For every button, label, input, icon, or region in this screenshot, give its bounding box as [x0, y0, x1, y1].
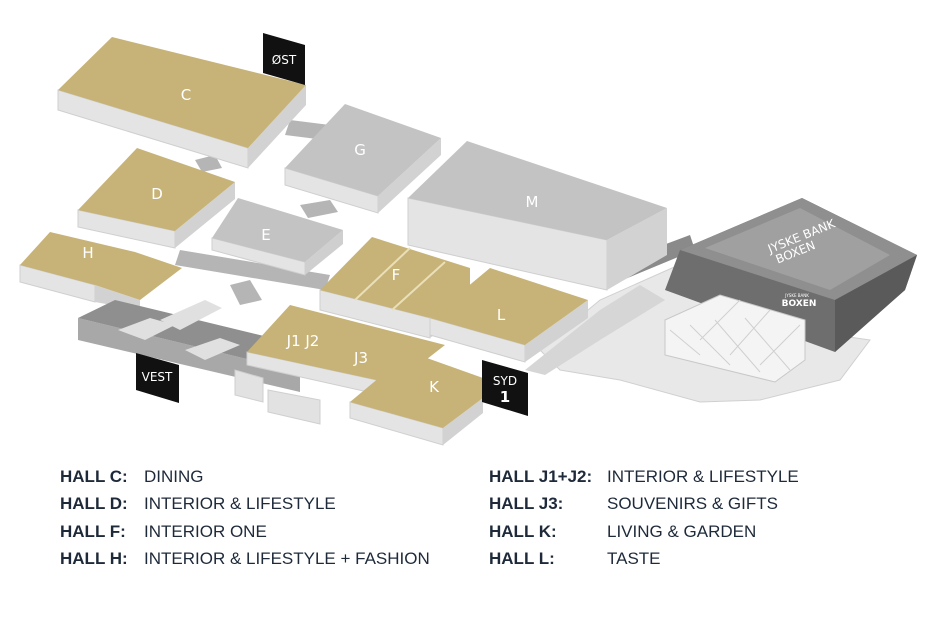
gate-ost[interactable]: ØST: [263, 33, 305, 85]
hall-k-label: K: [429, 378, 440, 396]
legend-hall: HALL F:: [60, 521, 126, 541]
venue-map: C ØST G M D E H: [19, 33, 917, 446]
hall-j1j2-label: J1 J2: [286, 332, 320, 350]
legend-row: HALL H: INTERIOR & LIFESTYLE + FASHION: [60, 545, 430, 572]
legend-row: HALL J3: SOUVENIRS & GIFTS: [489, 490, 799, 517]
arena-ramp: [525, 285, 665, 375]
legend-hall: HALL H:: [60, 548, 128, 568]
legend-row: HALL F: INTERIOR ONE: [60, 518, 430, 545]
arena-logo-big: BOXEN: [782, 299, 817, 309]
legend-hall: HALL L:: [489, 548, 555, 568]
legend-desc: DINING: [144, 467, 204, 486]
jyske-bank-boxen-arena[interactable]: JYSKE BANK BOXEN JYSKE BANK BOXEN: [664, 198, 917, 383]
legend-desc: INTERIOR & LIFESTYLE + FASHION: [144, 548, 430, 568]
hall-h-label: H: [82, 244, 93, 262]
legend-right: HALL J1+J2: INTERIOR & LIFESTYLE HALL J3:…: [489, 463, 799, 572]
legend-desc: INTERIOR & LIFESTYLE: [607, 467, 799, 486]
hall-j3-label: J3: [353, 349, 368, 367]
gate-syd-1[interactable]: SYD 1: [482, 360, 528, 416]
gate-vest-label: VEST: [142, 370, 173, 384]
legend-hall: HALL K:: [489, 521, 557, 541]
legend-row: HALL L: TASTE: [489, 545, 799, 572]
hall-f-label: F: [392, 266, 401, 284]
hall-e[interactable]: E: [211, 198, 343, 276]
legend-hall: HALL C:: [60, 467, 128, 486]
legend-hall: HALL J1+J2:: [489, 467, 593, 486]
hall-l[interactable]: L: [429, 268, 588, 363]
hall-d[interactable]: D: [77, 148, 235, 249]
hall-g-label: G: [354, 141, 366, 159]
legend-hall: HALL D:: [60, 494, 128, 514]
legend-row: HALL C: DINING: [60, 463, 430, 490]
hall-m-label: M: [526, 193, 539, 211]
legend-desc: LIVING & GARDEN: [607, 521, 757, 541]
legend-desc: TASTE: [607, 548, 661, 568]
legend-desc: SOUVENIRS & GIFTS: [607, 494, 778, 514]
hall-k[interactable]: K: [349, 352, 483, 446]
legend-desc: INTERIOR ONE: [144, 521, 267, 541]
gate-syd-label: SYD: [493, 374, 517, 388]
gate-vest[interactable]: VEST: [136, 353, 179, 403]
hall-l-label: L: [497, 306, 506, 324]
hall-d-label: D: [151, 185, 163, 203]
legend-desc: INTERIOR & LIFESTYLE: [144, 494, 336, 514]
legend-row: HALL K: LIVING & GARDEN: [489, 518, 799, 545]
hall-m[interactable]: M: [407, 141, 667, 291]
arena-logo-small: JYSKE BANK: [784, 293, 809, 298]
hall-c-label: C: [181, 86, 191, 104]
hall-h[interactable]: H: [19, 232, 182, 310]
hall-c[interactable]: C: [57, 37, 306, 169]
legend-row: HALL J1+J2: INTERIOR & LIFESTYLE: [489, 463, 799, 490]
hall-e-label: E: [261, 226, 270, 244]
hall-g[interactable]: G: [284, 104, 441, 214]
legend-hall: HALL J3:: [489, 494, 564, 514]
gate-syd-number: 1: [500, 388, 510, 406]
legend-left: HALL C: DINING HALL D: INTERIOR & LIFESTYL…: [60, 463, 430, 572]
gate-ost-label: ØST: [272, 53, 297, 67]
legend-row: HALL D: INTERIOR & LIFESTYLE: [60, 490, 430, 517]
